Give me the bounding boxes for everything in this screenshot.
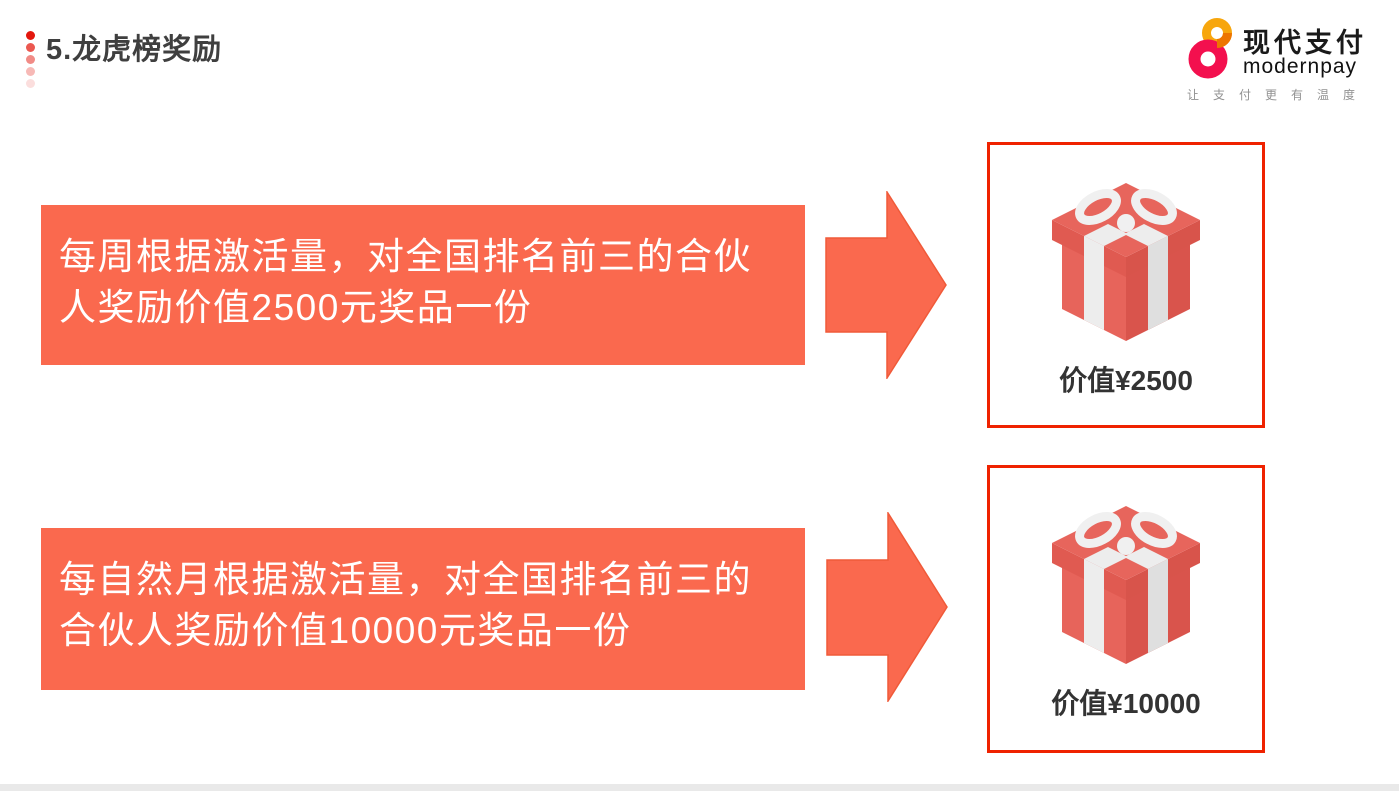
accent-dot (26, 31, 35, 40)
logo-name-en: modernpay (1243, 55, 1358, 78)
description-line: 人奖励价值2500元奖品一份 (59, 287, 533, 328)
accent-dot (26, 67, 35, 76)
arrow-right-icon (826, 512, 948, 702)
arrow-right-icon (825, 191, 947, 379)
prize-card-2500: 价值¥2500 (987, 142, 1265, 428)
description-line: 合伙人奖励价值10000元奖品一份 (59, 610, 632, 651)
slide-bottom-edge (0, 784, 1399, 791)
page-title: 5.龙虎榜奖励 (46, 34, 223, 66)
reward-description-monthly: 每自然月根据激活量，对全国排名前三的 合伙人奖励价值10000元奖品一份 (41, 528, 805, 690)
prize-value-label: 价值¥2500 (1059, 365, 1193, 396)
prize-card-10000: 价值¥10000 (987, 465, 1265, 753)
reward-description-weekly: 每周根据激活量，对全国排名前三的合伙 人奖励价值2500元奖品一份 (41, 205, 805, 365)
title-accent-dots-icon (26, 31, 35, 88)
modernpay-8-logo-icon (1188, 18, 1232, 79)
gift-box-icon (1036, 496, 1216, 666)
prize-value-label: 价值¥10000 (1051, 688, 1201, 719)
accent-dot (26, 79, 35, 88)
accent-dot (26, 55, 35, 64)
description-line: 每周根据激活量，对全国排名前三的合伙 (59, 236, 752, 277)
logo-name-cn: 现代支付 (1243, 28, 1367, 58)
logo-tagline: 让支付更有温度 (1187, 88, 1370, 102)
accent-dot (26, 43, 35, 52)
gift-box-icon (1036, 173, 1216, 343)
description-line: 每自然月根据激活量，对全国排名前三的 (59, 559, 752, 600)
